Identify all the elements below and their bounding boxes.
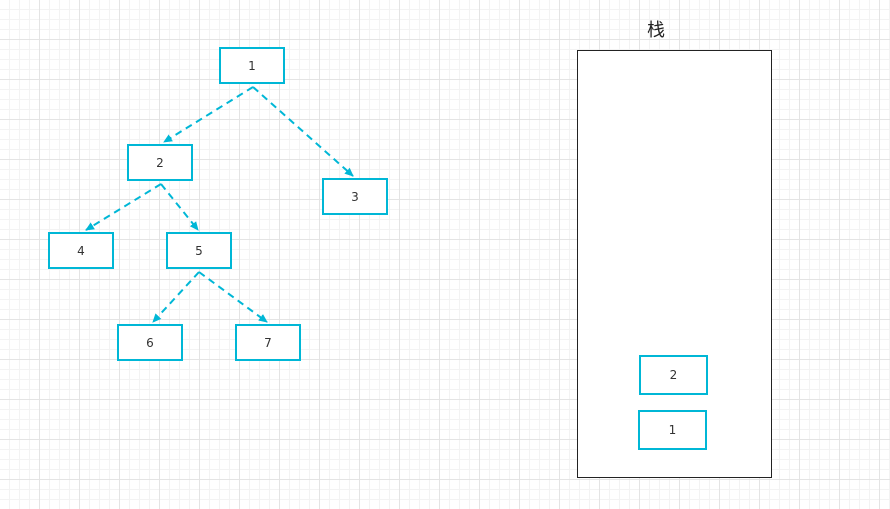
tree-node-5: 5 [166, 232, 232, 269]
edge-5-6 [152, 271, 200, 323]
edge-1-2 [163, 86, 254, 143]
node-label: 2 [156, 155, 164, 170]
node-label: 4 [77, 243, 85, 258]
stack-title: 栈 [647, 20, 665, 41]
stack-item-top: 2 [639, 355, 708, 395]
node-label: 7 [264, 335, 272, 350]
tree-node-3: 3 [322, 178, 388, 215]
stack-item-bottom: 1 [638, 410, 707, 450]
tree-node-1: 1 [219, 47, 285, 84]
tree-node-6: 6 [117, 324, 183, 361]
node-label: 6 [146, 335, 154, 350]
edge-1-3 [252, 86, 354, 177]
node-label: 3 [351, 189, 359, 204]
node-label: 5 [195, 243, 203, 258]
edge-5-7 [198, 271, 268, 323]
tree-node-2: 2 [127, 144, 193, 181]
stack-item-label: 2 [669, 368, 678, 382]
edge-2-5 [160, 183, 199, 231]
stack-container [577, 50, 772, 478]
stack-item-label: 1 [668, 423, 677, 437]
node-label: 1 [248, 58, 256, 73]
tree-node-4: 4 [48, 232, 114, 269]
tree-node-7: 7 [235, 324, 301, 361]
edge-2-4 [85, 183, 162, 231]
